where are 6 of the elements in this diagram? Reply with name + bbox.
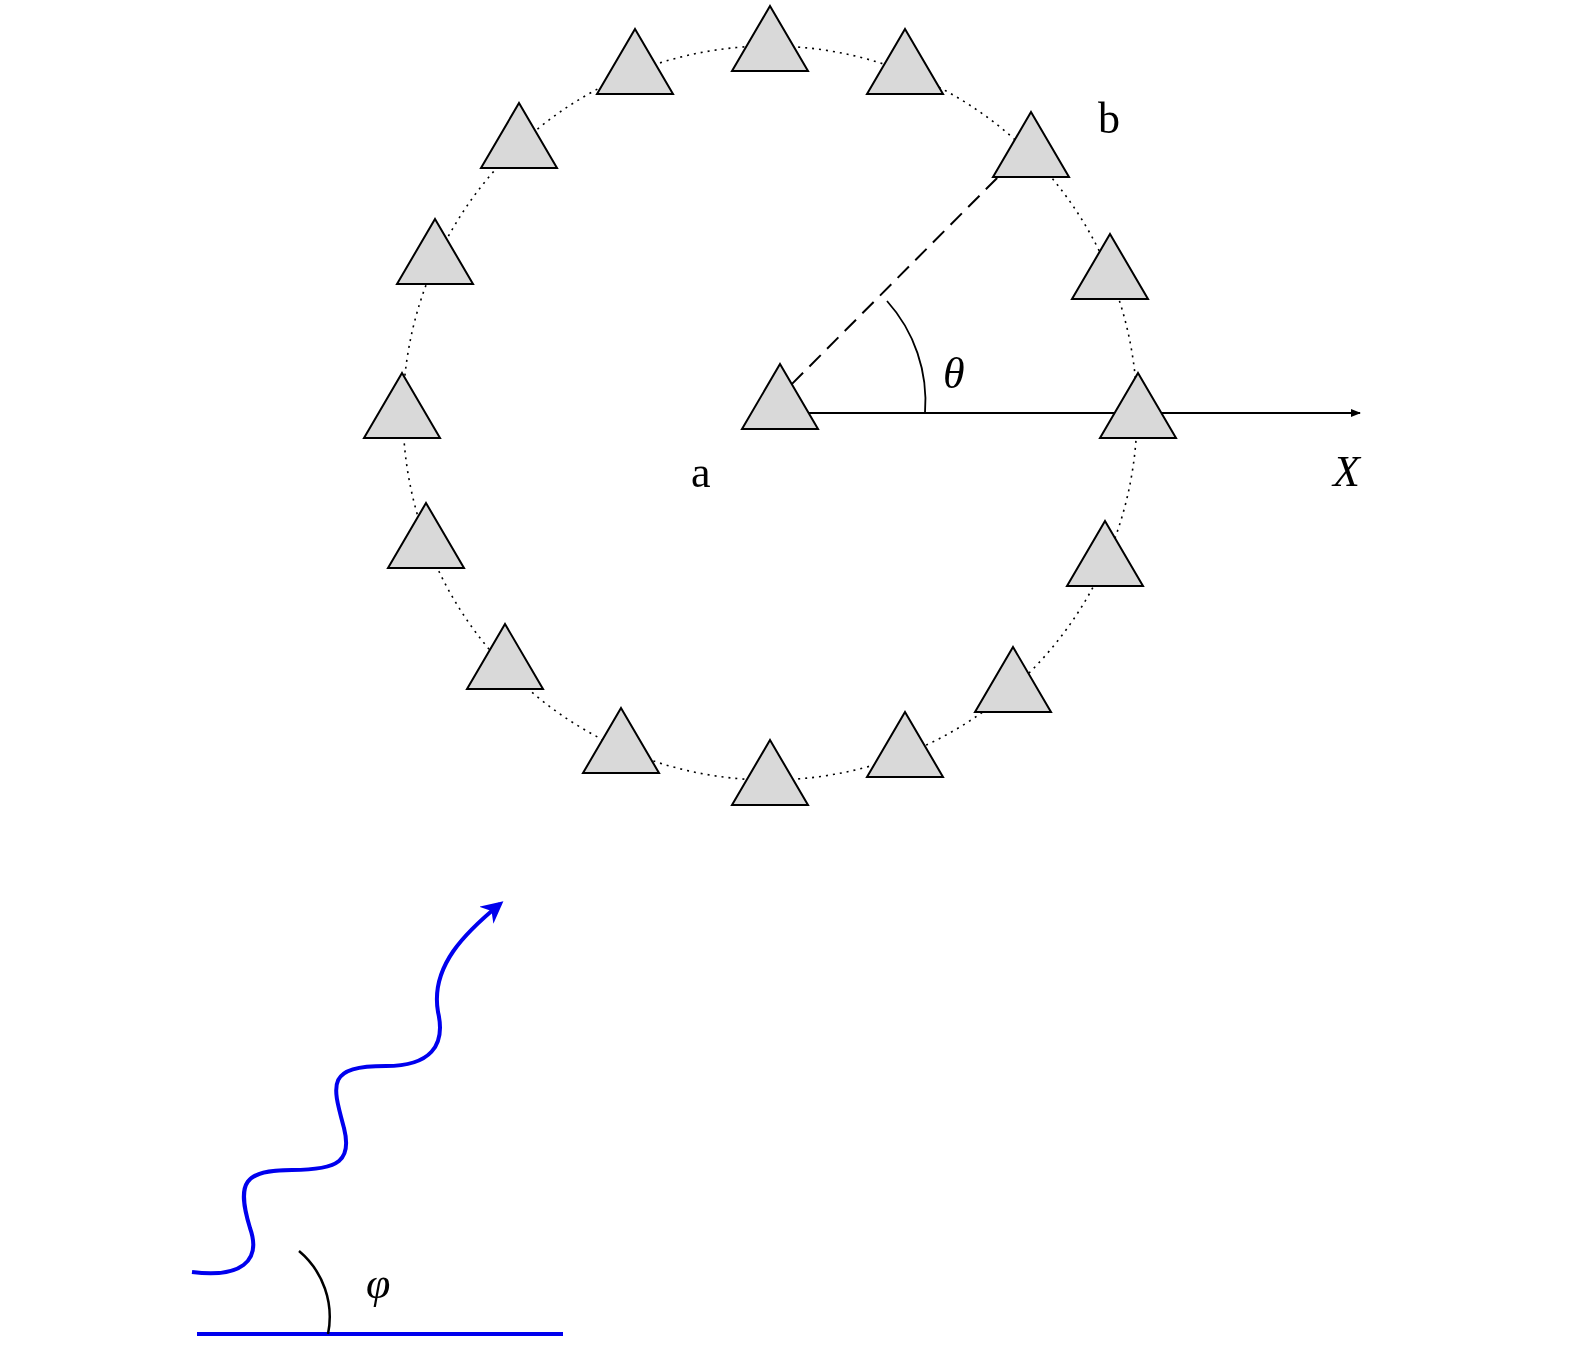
dashed-line <box>790 176 1000 386</box>
symbol-label: θ <box>943 352 965 396</box>
point-label: a <box>691 451 711 495</box>
symbol-label: φ <box>366 1262 391 1306</box>
point-label: b <box>1098 97 1120 141</box>
symbol-label: X <box>1333 450 1360 494</box>
